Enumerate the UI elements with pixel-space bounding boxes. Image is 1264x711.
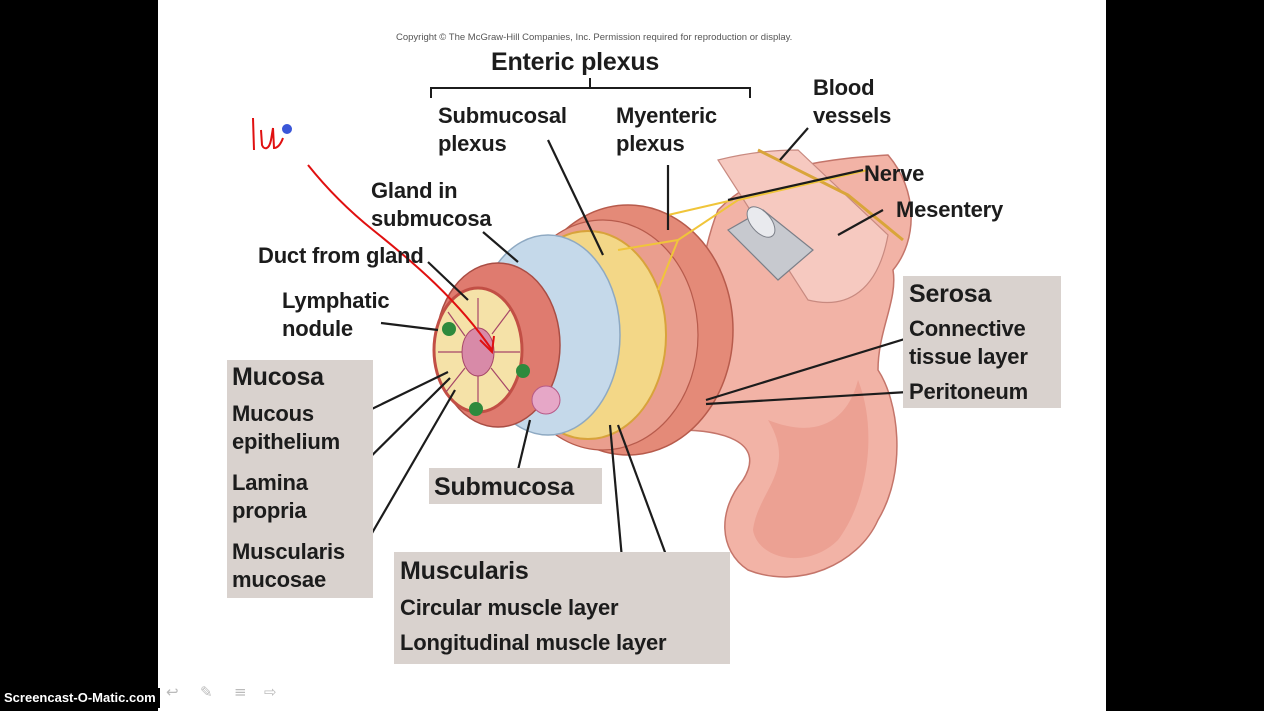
back-arrow-icon[interactable]: ↩ xyxy=(166,683,179,701)
blood-vessel-opening xyxy=(746,206,776,238)
muscularis-mucosae-label: Muscularis mucosae xyxy=(232,539,345,592)
pen-cursor xyxy=(282,124,292,134)
lymphatic-nodule-label: Lymphatic nodule xyxy=(282,288,390,341)
enteric-plexus-bracket xyxy=(430,78,751,98)
annotation-arrowhead xyxy=(479,335,495,355)
pen-icon[interactable]: ✎ xyxy=(200,683,213,701)
nerve-label: Nerve xyxy=(864,161,925,186)
slide: Copyright © The McGraw-Hill Companies, I… xyxy=(158,0,1106,711)
mesentery-edge-vessel xyxy=(757,148,904,242)
muscularis-label: Muscularis xyxy=(400,557,529,585)
mucous-epithelium-label: Mucous epithelium xyxy=(232,401,341,454)
handwritten-lu xyxy=(252,117,284,151)
annotation-arrow xyxy=(307,164,493,351)
submucosa-label: Submucosa xyxy=(434,473,574,501)
mucosa-label: Mucosa xyxy=(232,363,324,391)
connective-tissue-layer-label: Connective tissue layer xyxy=(909,316,1028,369)
lymphatic-nodule-3 xyxy=(469,402,483,416)
submucosa-label-box xyxy=(429,468,602,504)
gland-in-submucosa-label: Gland in submucosa xyxy=(371,178,492,231)
peritoneum-label: Peritoneum xyxy=(909,379,1029,404)
screencast-watermark: Screencast-O-Matic.com xyxy=(0,688,160,708)
mucosa-label-box xyxy=(227,360,373,598)
mucosal-folds xyxy=(438,298,520,408)
muscularis-label-box xyxy=(394,552,730,664)
nerve-branches xyxy=(617,169,869,291)
myenteric-plexus-label: Myenteric plexus xyxy=(616,103,717,156)
forward-arrow-icon[interactable]: ⇨ xyxy=(264,683,277,701)
intestine-wall-shade xyxy=(753,380,869,559)
enteric-plexus-label: Enteric plexus xyxy=(491,48,660,76)
lamina-propria-label: Lamina propria xyxy=(232,470,308,523)
mesentery xyxy=(717,149,889,304)
lumen xyxy=(461,327,495,377)
lymphatic-nodule-1 xyxy=(442,322,456,336)
mesentery-label: Mesentery xyxy=(896,197,1004,222)
blood-vessels-label: Blood vessels xyxy=(813,75,892,128)
digestive-tract-illustration xyxy=(252,78,912,629)
submucosa-gland xyxy=(531,385,561,415)
serosa-label-box xyxy=(903,276,1061,408)
menu-icon[interactable]: ≡ xyxy=(234,683,247,701)
lymphatic-nodule-2 xyxy=(516,364,530,378)
longitudinal-muscle-layer-label: Longitudinal muscle layer xyxy=(400,630,667,655)
circular-muscle-layer-label: Circular muscle layer xyxy=(400,595,619,620)
copyright-notice: Copyright © The McGraw-Hill Companies, I… xyxy=(396,32,793,43)
serosa-label: Serosa xyxy=(909,280,992,308)
duct-from-gland-label: Duct from gland xyxy=(258,243,424,268)
submucosal-plexus-label: Submucosal plexus xyxy=(438,103,567,156)
